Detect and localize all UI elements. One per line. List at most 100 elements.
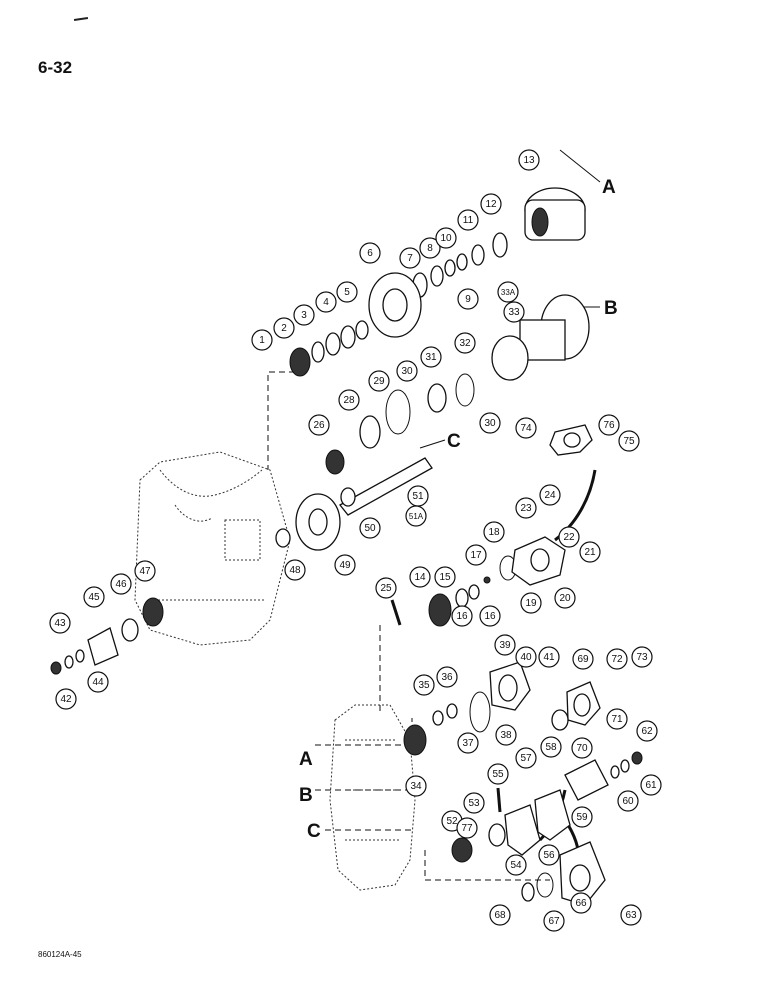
- callout-44: 44: [87, 671, 109, 693]
- svg-text:30: 30: [401, 366, 413, 377]
- callout-9: 9: [457, 288, 479, 310]
- svg-text:73: 73: [636, 652, 648, 663]
- svg-text:70: 70: [576, 743, 588, 754]
- callout-29: 29: [368, 370, 390, 392]
- callout-23: 23: [515, 497, 537, 519]
- svg-text:48: 48: [289, 565, 301, 576]
- callout-50: 50: [359, 517, 381, 539]
- svg-text:20: 20: [559, 593, 571, 604]
- svg-text:35: 35: [418, 680, 430, 691]
- svg-text:10: 10: [440, 233, 452, 244]
- callout-8: 8: [419, 237, 441, 259]
- ref-letter-a-lower: A: [299, 749, 313, 770]
- callout-37: 37: [457, 732, 479, 754]
- reference-letters: A B C A B C: [299, 177, 618, 842]
- callout-20: 20: [554, 587, 576, 609]
- callout-6: 6: [359, 242, 381, 264]
- svg-text:15: 15: [439, 572, 451, 583]
- callout-21: 21: [579, 541, 601, 563]
- svg-text:37: 37: [462, 738, 474, 749]
- svg-text:34: 34: [410, 781, 422, 792]
- callout-33a: 33A: [497, 281, 519, 303]
- callout-77: 77: [456, 817, 478, 839]
- svg-text:4: 4: [323, 297, 329, 308]
- svg-text:53: 53: [468, 798, 480, 809]
- callout-36: 36: [436, 666, 458, 688]
- svg-text:46: 46: [115, 579, 127, 590]
- callout-72: 72: [606, 648, 628, 670]
- svg-text:7: 7: [407, 253, 413, 264]
- svg-text:17: 17: [470, 550, 482, 561]
- svg-text:16: 16: [484, 611, 496, 622]
- transmission-housing: [134, 451, 291, 646]
- svg-text:14: 14: [414, 572, 426, 583]
- svg-text:68: 68: [494, 910, 506, 921]
- callout-25: 25: [375, 577, 397, 599]
- svg-text:55: 55: [492, 769, 504, 780]
- callout-61: 61: [640, 774, 662, 796]
- callout-42: 42: [55, 688, 77, 710]
- svg-text:13: 13: [523, 155, 535, 166]
- callout-11: 11: [457, 209, 479, 231]
- callout-30: 30: [396, 360, 418, 382]
- callout-34: 34: [405, 775, 427, 797]
- svg-text:31: 31: [425, 352, 437, 363]
- callout-7: 7: [399, 247, 421, 269]
- callout-40: 40: [515, 646, 537, 668]
- svg-text:62: 62: [641, 726, 653, 737]
- svg-text:26: 26: [313, 420, 325, 431]
- svg-text:1: 1: [259, 335, 265, 346]
- figure-reference: 860124A-45: [38, 950, 82, 959]
- callout-16: 16: [451, 605, 473, 627]
- callout-17: 17: [465, 544, 487, 566]
- svg-text:36: 36: [441, 672, 453, 683]
- callout-60: 60: [617, 790, 639, 812]
- svg-text:40: 40: [520, 652, 532, 663]
- callout-39: 39: [494, 634, 516, 656]
- callout-32: 32: [454, 332, 476, 354]
- callout-58: 58: [540, 736, 562, 758]
- svg-text:8: 8: [427, 243, 433, 254]
- svg-text:61: 61: [645, 780, 657, 791]
- callout-41: 41: [538, 646, 560, 668]
- callout-71: 71: [606, 708, 628, 730]
- svg-text:49: 49: [339, 560, 351, 571]
- svg-text:6: 6: [367, 248, 373, 259]
- svg-text:41: 41: [543, 652, 555, 663]
- svg-text:42: 42: [60, 694, 72, 705]
- svg-text:38: 38: [500, 730, 512, 741]
- callout-5: 5: [336, 281, 358, 303]
- callout-70: 70: [571, 737, 593, 759]
- callout-28: 28: [338, 389, 360, 411]
- callout-74: 74: [515, 417, 537, 439]
- svg-text:57: 57: [520, 753, 532, 764]
- ref-letter-c-lower: C: [307, 821, 321, 842]
- svg-text:66: 66: [575, 898, 587, 909]
- svg-text:25: 25: [380, 583, 392, 594]
- svg-text:76: 76: [603, 420, 615, 431]
- svg-text:39: 39: [499, 640, 511, 651]
- callout-31: 31: [420, 346, 442, 368]
- svg-text:52: 52: [446, 816, 458, 827]
- callout-22: 22: [558, 526, 580, 548]
- svg-text:56: 56: [543, 850, 555, 861]
- svg-text:28: 28: [343, 395, 355, 406]
- svg-text:21: 21: [584, 547, 596, 558]
- callout-38: 38: [495, 724, 517, 746]
- callout-30: 30: [479, 412, 501, 434]
- svg-text:63: 63: [625, 910, 637, 921]
- callout-56: 56: [538, 844, 560, 866]
- callout-63: 63: [620, 904, 642, 926]
- svg-text:16: 16: [456, 611, 468, 622]
- svg-text:45: 45: [88, 592, 100, 603]
- svg-text:3: 3: [301, 310, 307, 321]
- svg-text:51A: 51A: [409, 512, 424, 521]
- callout-13: 13: [518, 149, 540, 171]
- callout-4: 4: [315, 291, 337, 313]
- page-number: 6-32: [38, 58, 73, 77]
- callout-68: 68: [489, 904, 511, 926]
- callout-15: 15: [434, 566, 456, 588]
- callout-49: 49: [334, 554, 356, 576]
- callout-16: 16: [479, 605, 501, 627]
- callout-46: 46: [110, 573, 132, 595]
